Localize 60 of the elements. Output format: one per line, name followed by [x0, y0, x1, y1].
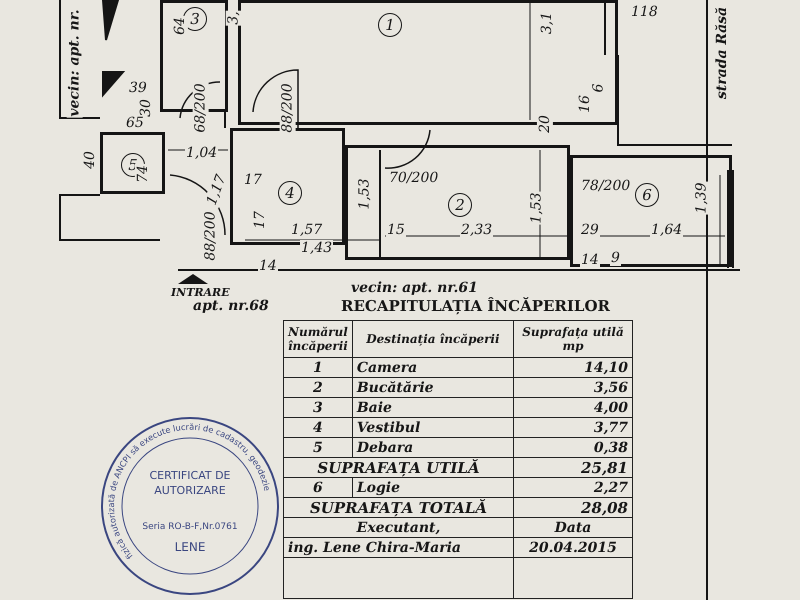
table-cell: 3,56 [514, 378, 632, 398]
door-label: 70/200 [388, 170, 440, 186]
total-cell: SUPRAFAȚA TOTALĂ [284, 498, 514, 518]
dimension-label: 1,57 [290, 222, 324, 238]
dimension-label: 1,04 [185, 145, 218, 161]
dimension-label: 3, [226, 10, 242, 26]
table-cell: 4,00 [514, 398, 632, 418]
dimension-label: 1,43 [300, 240, 334, 256]
header-cell: Suprafața utilă mp [514, 320, 632, 358]
dimension-label: 1,64 [650, 222, 684, 238]
table-cell: 20.04.2015 [514, 538, 632, 558]
table-cell: Data [514, 518, 632, 538]
dimension-label: 15 [386, 222, 406, 238]
table-cell: Bucătărie [352, 378, 514, 398]
dimension-label: 1,53 [356, 177, 373, 211]
table-cell: 2 [284, 378, 352, 398]
neighbor-note: vecin: apt. nr. [66, 8, 83, 118]
header-cell: Destinația încăperii [352, 320, 514, 358]
dimension-label: 1,39 [694, 181, 710, 215]
table-cell: Baie [352, 398, 514, 418]
table-cell: ing. Lene Chira-Maria [284, 538, 514, 558]
door-label: 78/200 [580, 178, 632, 194]
room-number: 1 [378, 13, 402, 37]
table-cell: 14,10 [514, 358, 632, 378]
table-title: RECAPITULAȚIA ÎNCĂPERILOR [340, 298, 611, 314]
total-cell: 25,81 [514, 458, 632, 478]
room-number: 6 [635, 183, 659, 207]
table-cell: 1 [284, 358, 352, 378]
door-label: 88/200 [202, 210, 219, 262]
room-area [570, 155, 732, 267]
room-area [345, 145, 570, 260]
table-cell: 6 [284, 478, 352, 498]
table-cell: 2,27 [514, 478, 632, 498]
dimension-label: 64 [172, 16, 188, 36]
table-cell: Logie [352, 478, 514, 498]
dimension-label: 14 [580, 252, 600, 268]
dimension-label: 2,33 [460, 222, 494, 238]
table-cell: 5 [284, 438, 352, 458]
neighbor-note: vecin: apt. nr.61 [350, 280, 479, 296]
table-cell: Debara [352, 438, 514, 458]
table-cell: 3 [284, 398, 352, 418]
room-number: 2 [448, 193, 472, 217]
dimension-label: 14 [258, 258, 278, 274]
header-cell: Numărul încăperii [284, 320, 352, 358]
total-cell: 28,08 [514, 498, 632, 518]
table-cell: Camera [352, 358, 514, 378]
total-cell: SUPRAFAȚA UTILĂ [284, 458, 514, 478]
door-label: 68/200 [192, 82, 209, 134]
room-number: 4 [278, 181, 302, 205]
table-cell: Executant, [284, 518, 514, 538]
table-cell: 3,77 [514, 418, 632, 438]
neighbor-note: apt. nr.68 [192, 298, 270, 314]
table-cell: Vestibul [352, 418, 514, 438]
dimension-label: 29 [580, 222, 600, 238]
dimension-label: 1,53 [528, 191, 545, 225]
dimension-label: 9 [610, 250, 621, 266]
table-cell: 0,38 [514, 438, 632, 458]
door-label: 88/200 [280, 82, 296, 134]
dimension-label: 20 [536, 114, 553, 134]
table-cell: 4 [284, 418, 352, 438]
